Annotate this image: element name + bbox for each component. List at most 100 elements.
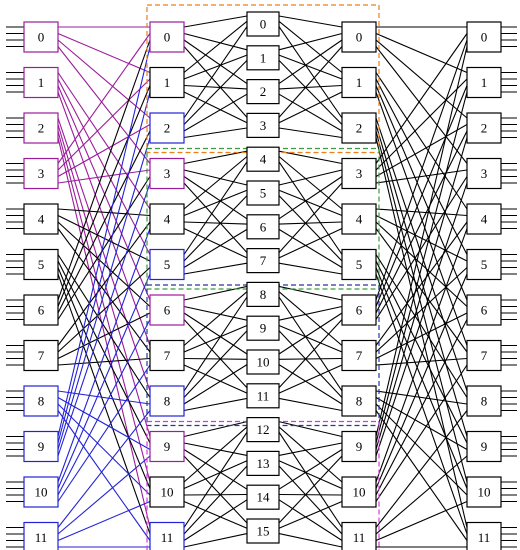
wire-s3-s4 bbox=[278, 431, 343, 528]
wire-s3-s4 bbox=[278, 195, 343, 262]
stage5-switch-label: 8 bbox=[481, 394, 488, 409]
wire-s3-s4 bbox=[278, 20, 343, 73]
wire-s2-s3 bbox=[183, 60, 248, 125]
stage4-switch-frame bbox=[341, 66, 377, 99]
wire-s2-s3 bbox=[183, 150, 248, 165]
wire-s1-s2 bbox=[57, 39, 151, 301]
stage3-switch: 1 bbox=[246, 45, 280, 71]
stage4-switch-label: 1 bbox=[356, 75, 363, 90]
wire-s3-s4 bbox=[278, 364, 343, 394]
stage2-switch-frame bbox=[149, 157, 185, 190]
wire-s1-s2 bbox=[57, 182, 151, 457]
stage3-switch: 6 bbox=[246, 214, 280, 240]
stage2-switch: 6 bbox=[149, 294, 185, 326]
switch-boxes: 0123456789101101234567891011012345678910… bbox=[23, 11, 502, 550]
stage2-switch-label: 4 bbox=[164, 212, 171, 227]
wire-s4-s5 bbox=[375, 91, 468, 346]
wire-s3-s4 bbox=[278, 285, 343, 301]
wire-s3-s4 bbox=[278, 397, 343, 412]
wire-s2-s3 bbox=[183, 364, 248, 405]
stage5-switch: 8 bbox=[466, 385, 502, 417]
stage1-switch-label: 2 bbox=[38, 121, 45, 136]
wire-s2-s3 bbox=[183, 182, 248, 253]
stage3-switch-frame bbox=[246, 484, 280, 510]
stage1-switch-frame bbox=[23, 248, 59, 281]
stage1-switch: 9 bbox=[23, 430, 59, 463]
stage2-switch-frame bbox=[149, 521, 185, 550]
wire-s3-s4 bbox=[278, 26, 343, 119]
stage4-switch-frame bbox=[341, 476, 377, 508]
wire-s3-s4 bbox=[278, 500, 343, 529]
stage1-switch-frame bbox=[23, 112, 59, 144]
stage1-switch-label: 10 bbox=[35, 485, 48, 500]
wire-s2-s3 bbox=[183, 460, 248, 490]
stage4-switch-frame bbox=[341, 385, 377, 417]
stage4-switch: 8 bbox=[341, 385, 377, 417]
wire-s4-s5 bbox=[375, 500, 468, 542]
wire-s4-s5 bbox=[375, 39, 468, 301]
wire-s3-s4 bbox=[278, 319, 343, 389]
stage3-switch-label: 6 bbox=[260, 219, 267, 234]
stage1-switch: 6 bbox=[23, 294, 59, 326]
stage2-switch-frame bbox=[149, 203, 185, 235]
stage5-switch-frame bbox=[466, 112, 502, 144]
wire-s3-s4 bbox=[278, 421, 343, 438]
wires-stage-1-to-2 bbox=[57, 26, 151, 548]
wire-s3-s4 bbox=[278, 84, 343, 90]
stage2-switch: 2 bbox=[149, 112, 185, 144]
stage3-switch-frame bbox=[246, 180, 280, 206]
stage5-switch-frame bbox=[466, 339, 502, 372]
stage4-switch-label: 2 bbox=[356, 121, 363, 136]
wire-s4-s5 bbox=[375, 254, 468, 398]
stage3-switch-label: 13 bbox=[257, 456, 270, 471]
stage1-switch-frame bbox=[23, 521, 59, 550]
wire-s4-s5 bbox=[375, 319, 468, 496]
stage1-switch-label: 3 bbox=[38, 166, 45, 181]
stage2-switch-label: 2 bbox=[164, 121, 171, 136]
wire-s1-s2 bbox=[57, 46, 151, 437]
wire-s4-s5 bbox=[375, 267, 468, 353]
wire-s1-s2 bbox=[57, 403, 151, 496]
wire-s2-s3 bbox=[183, 156, 248, 210]
wire-s1-s2 bbox=[57, 78, 151, 255]
stage5-switch-label: 5 bbox=[481, 257, 488, 272]
wires-stage-4-to-5 bbox=[375, 26, 468, 548]
stage2-switch-label: 11 bbox=[161, 530, 174, 545]
stage3-switch-label: 15 bbox=[257, 524, 270, 539]
wire-s3-s4 bbox=[278, 442, 343, 456]
wire-s4-s5 bbox=[375, 455, 468, 535]
wire-s3-s4 bbox=[278, 493, 343, 496]
stage3-switch-frame bbox=[246, 315, 280, 341]
stage1-switch-frame bbox=[23, 203, 59, 235]
wire-s1-s2 bbox=[57, 208, 151, 217]
wire-s3-s4 bbox=[278, 156, 343, 210]
stage3-switch-label: 3 bbox=[260, 118, 267, 133]
stage3-switch-frame bbox=[246, 450, 280, 476]
stage5-switch: 10 bbox=[466, 476, 502, 508]
stage1-switch-frame bbox=[23, 339, 59, 372]
stage1-switch: 10 bbox=[23, 476, 59, 508]
stage2-switch: 8 bbox=[149, 385, 185, 417]
wire-s2-s3 bbox=[183, 426, 248, 483]
wire-s2-s3 bbox=[183, 26, 248, 119]
wire-s1-s2 bbox=[57, 500, 151, 542]
wire-s1-s2 bbox=[57, 46, 151, 164]
wire-s4-s5 bbox=[375, 137, 468, 450]
wire-s4-s5 bbox=[375, 273, 468, 489]
wire-s3-s4 bbox=[278, 221, 343, 225]
stage3-switch: 9 bbox=[246, 315, 280, 341]
stage4-switch-label: 4 bbox=[356, 212, 363, 227]
wire-s1-s2 bbox=[57, 130, 151, 314]
stage4-switch-frame bbox=[341, 339, 377, 372]
wire-s2-s3 bbox=[183, 221, 248, 225]
wire-s3-s4 bbox=[278, 324, 343, 353]
stage3-switch: 0 bbox=[246, 11, 280, 37]
stage5-switch-frame bbox=[466, 430, 502, 463]
wire-s4-s5 bbox=[375, 124, 468, 177]
stage3-switch-frame bbox=[246, 78, 280, 105]
wire-s4-s5 bbox=[375, 208, 468, 217]
wire-s2-s3 bbox=[183, 161, 248, 255]
wire-s1-s2 bbox=[57, 176, 151, 320]
stage4-switch-label: 3 bbox=[356, 166, 363, 181]
wire-s4-s5 bbox=[375, 169, 468, 184]
